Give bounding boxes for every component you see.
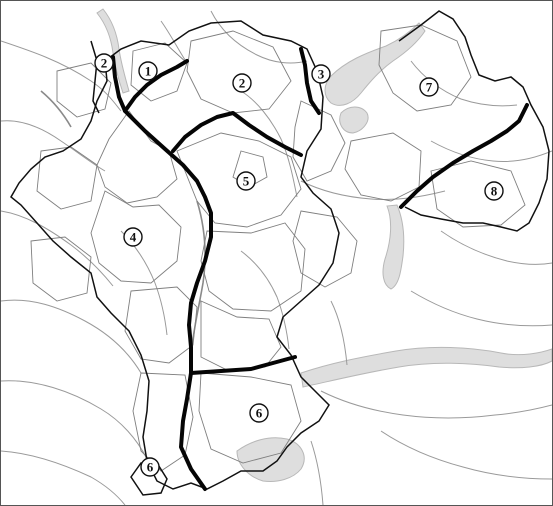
marker-1: 1 (138, 61, 158, 81)
river-northwest (96, 8, 130, 94)
route-west-north (111, 55, 213, 491)
rivers (1, 10, 552, 505)
marker-7-circle (419, 77, 439, 97)
boundary-northwest-edge (90, 40, 100, 114)
marker-2-central: 2 (232, 73, 252, 93)
marker-2-central-label: 2 (239, 76, 246, 91)
boundary-main-region (10, 20, 340, 490)
marker-6-central: 6 (249, 403, 269, 423)
marker-1-circle (138, 61, 158, 81)
route-north-branch-1 (123, 59, 189, 113)
boundary-eastern-region (398, 10, 550, 232)
regional-boundaries (10, 10, 550, 496)
marker-6-southwest-circle (140, 457, 160, 477)
marker-8: 8 (484, 181, 504, 201)
route-east-branch-5 (171, 111, 303, 157)
marker-3-label: 3 (318, 67, 325, 82)
marker-5-label: 5 (243, 174, 250, 189)
route-branch-3 (299, 47, 321, 115)
route-south-branch-6 (189, 355, 297, 375)
marker-6-southwest-label: 6 (147, 460, 154, 475)
marker-1-label: 1 (145, 64, 152, 79)
river-channel-southwest (236, 437, 305, 482)
marker-7-label: 7 (426, 80, 433, 95)
water-bodies (96, 8, 552, 482)
marker-4: 4 (123, 227, 143, 247)
marker-2-west-circle (94, 53, 114, 73)
marker-3: 3 (311, 64, 331, 84)
river-channel-south (300, 346, 552, 388)
marker-5: 5 (236, 171, 256, 191)
markers: 1 2 2 3 4 5 6 (94, 53, 504, 477)
marker-6-central-label: 6 (256, 406, 263, 421)
marker-4-label: 4 (130, 230, 137, 245)
routes (111, 47, 529, 491)
lake-small (339, 106, 369, 134)
district-boundaries (30, 24, 526, 472)
reservoir-north (324, 22, 426, 106)
route-east-branch-8 (399, 103, 529, 209)
marker-2-central-circle (232, 73, 252, 93)
marker-2-west-label: 2 (101, 56, 108, 71)
boundary-southwest-tip (130, 462, 168, 496)
marker-4-circle (123, 227, 143, 247)
marker-8-label: 8 (491, 184, 498, 199)
marker-7: 7 (419, 77, 439, 97)
marker-6-southwest: 6 (140, 457, 160, 477)
marker-5-circle (236, 171, 256, 191)
marker-8-circle (484, 181, 504, 201)
marker-3-circle (311, 64, 331, 84)
marker-2-west: 2 (94, 53, 114, 73)
river-channel-east (382, 204, 405, 290)
marker-6-central-circle (249, 403, 269, 423)
